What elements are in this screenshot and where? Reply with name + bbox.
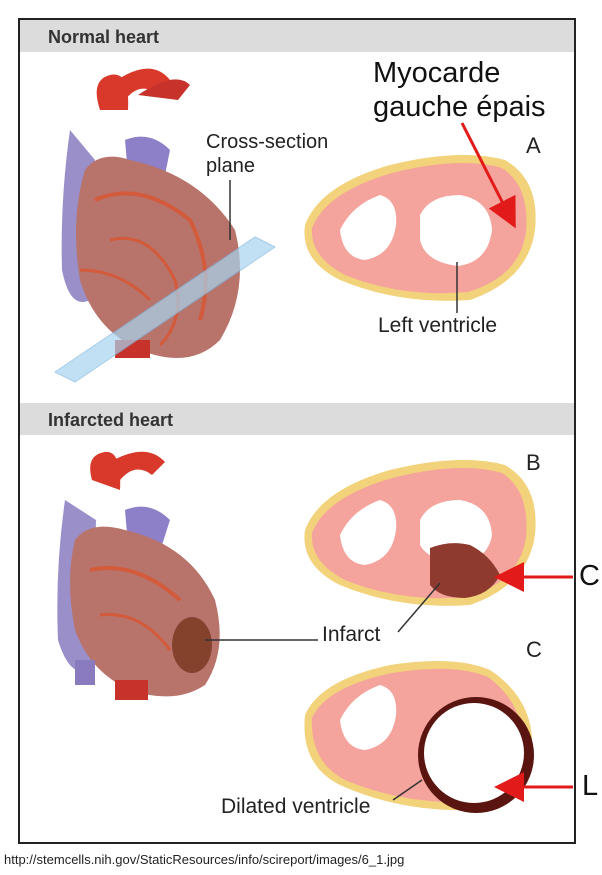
infarcted-heart-illustration bbox=[57, 451, 220, 700]
dilated-ventricle-label: Dilated ventricle bbox=[221, 795, 371, 818]
cross-section-label-line1: Cross-section bbox=[206, 131, 329, 153]
normal-heart-header: Normal heart bbox=[20, 20, 574, 52]
panel-a-label: A bbox=[526, 133, 541, 158]
cross-section-c bbox=[304, 661, 534, 813]
cross-section-plane-label: Cross-section plane bbox=[206, 130, 328, 178]
infarct-label: Infarct bbox=[322, 623, 381, 646]
l-annotation: L bbox=[582, 770, 599, 802]
source-url: http://stemcells.nih.gov/StaticResources… bbox=[4, 852, 405, 867]
left-ventricle-label: Left ventricle bbox=[378, 314, 498, 337]
cross-section-label-line2: plane bbox=[206, 155, 255, 177]
c-annotation: C bbox=[579, 560, 600, 592]
infarcted-heart-title: Infarcted heart bbox=[48, 410, 174, 430]
panel-b-label: B bbox=[526, 450, 541, 475]
cross-section-a bbox=[304, 155, 536, 301]
infarct-region bbox=[172, 617, 212, 673]
cross-section-plane bbox=[54, 236, 276, 383]
infarcted-heart-header: Infarcted heart bbox=[20, 403, 574, 435]
myocarde-arrow bbox=[460, 122, 516, 229]
dilated-ventricle-pointer bbox=[392, 779, 423, 801]
myocarde-annotation: Myocarde gauche épais bbox=[373, 56, 546, 124]
cross-section-b bbox=[304, 460, 536, 606]
infarct-pointer-b bbox=[397, 582, 441, 633]
myocarde-line2: gauche épais bbox=[373, 91, 546, 123]
myocarde-line1: Myocarde bbox=[373, 57, 501, 89]
normal-heart-illustration bbox=[61, 68, 240, 358]
normal-heart-title: Normal heart bbox=[48, 27, 160, 47]
panel-c-label: C bbox=[526, 637, 542, 662]
